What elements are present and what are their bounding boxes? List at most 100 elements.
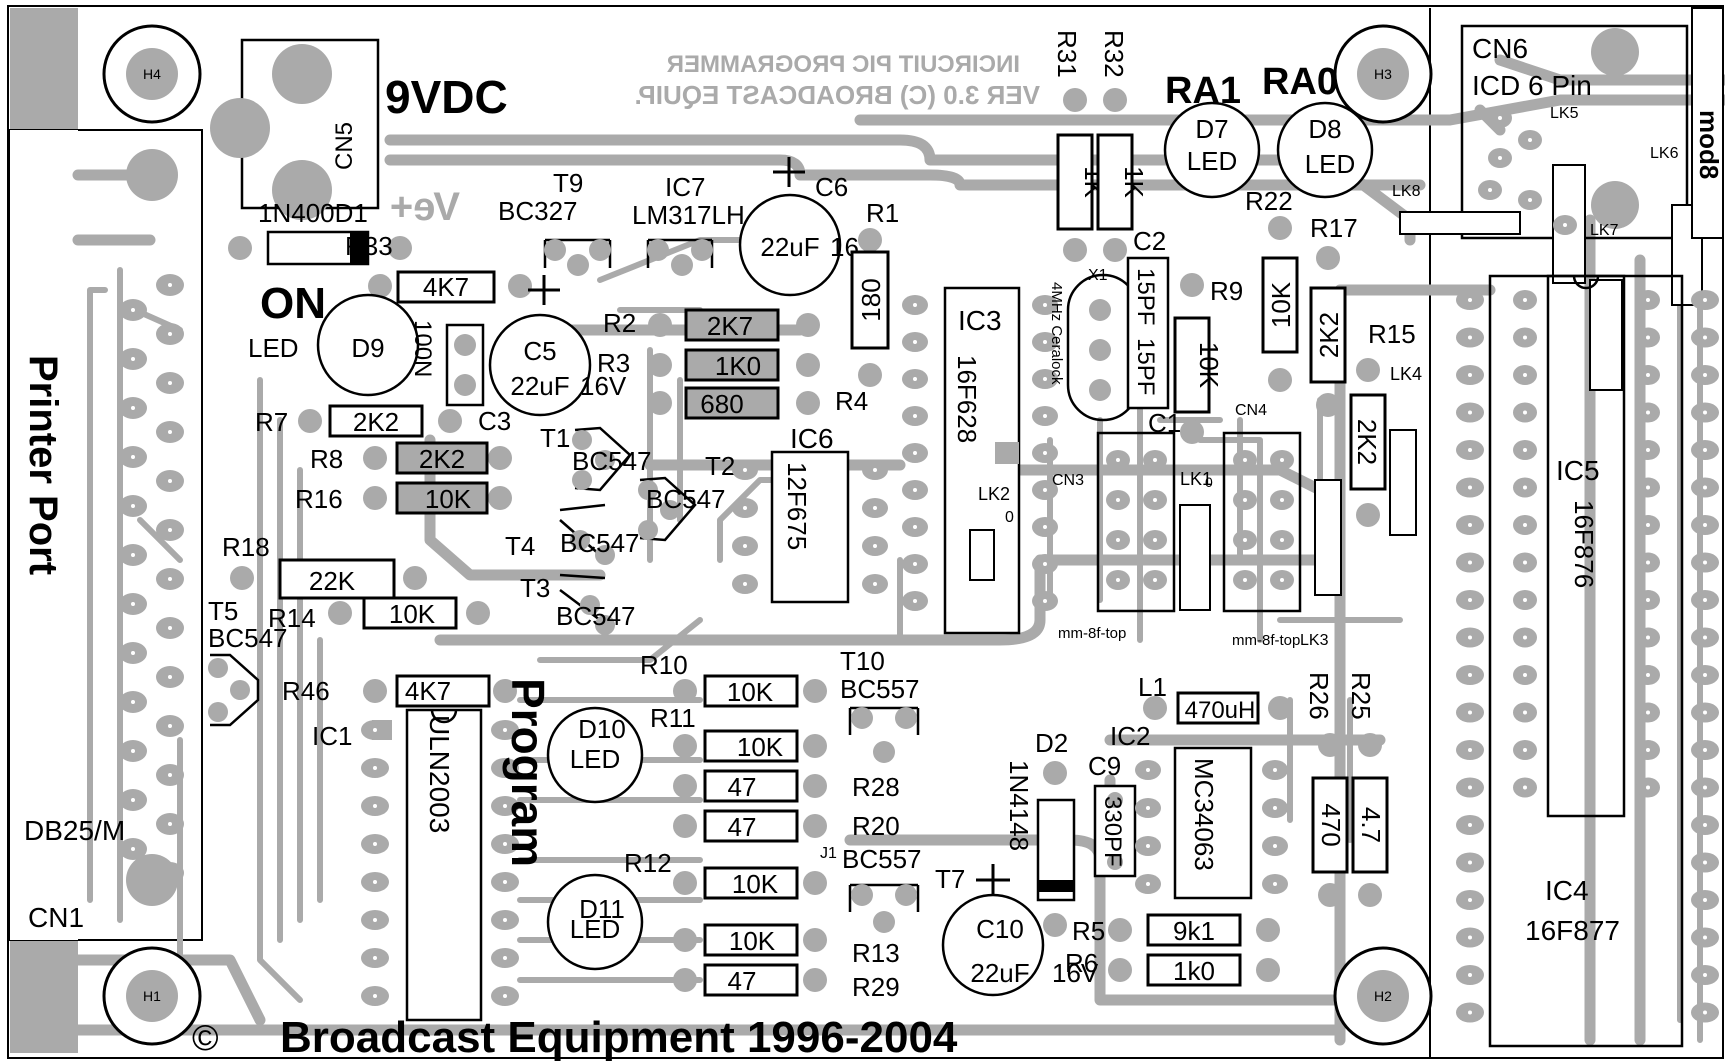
transistor-t5: T5 BC547 [208,596,288,727]
ic4-pin-drill [1468,935,1472,940]
svg-text:LED: LED [248,333,299,363]
ic2-pin-drill [1273,806,1277,810]
svg-text:4MHz Ceralock: 4MHz Ceralock [1048,282,1065,385]
diode-d2: D2 1N4148 [1004,728,1076,937]
db25-pin-drill [131,847,135,851]
ic3-pin-drill [913,377,917,381]
ic5-pin-drill [1646,523,1650,527]
cn3-pin-drill [1153,578,1157,582]
crystal-x1: X1 4MHz Ceralock [1048,267,1140,422]
ic1-pin-drill [373,804,377,808]
resistor-r3: 1K0 R3 [597,348,820,382]
svg-text:R1: R1 [866,198,899,228]
svg-text:R31: R31 [1052,30,1082,78]
resistor-r28: 47 R28 [673,769,900,803]
ic5-pin-drill [1523,410,1527,415]
svg-text:D2: D2 [1035,728,1068,758]
ic4-pads [1456,290,1719,1023]
ic4-pin-drill [1468,973,1472,977]
resistor-r22: 10K R22 [1245,186,1299,392]
led-d8: D8 LED [1276,101,1374,199]
svg-text:47: 47 [728,812,757,842]
resistor-r18: 22K R18 [222,532,427,600]
svg-text:10K: 10K [727,677,774,707]
ic3-pin-drill [1043,414,1047,418]
ic4-pin-drill [1703,710,1707,715]
ic3-pin-drill [913,451,917,455]
led-d11: D11 LED [546,873,644,971]
db25-pin-drill [131,504,135,508]
ic5-pin-drill [1523,298,1527,302]
svg-text:15PF: 15PF [1132,338,1159,395]
db25-pin-drill [131,700,135,704]
ic5-pin-drill [1646,335,1650,340]
resistor-r46: 4K7 R46 [282,674,517,708]
cn6-pin-drill [1498,156,1502,160]
svg-text:C9: C9 [1088,751,1121,781]
resistor-r32: 1K R32 [1096,30,1149,262]
transistor-t10: T10 BC557 [840,646,920,763]
ic4-pin-drill [1703,485,1707,490]
ic4-pin-drill [1468,898,1472,902]
ic5-pin-drill [1646,635,1650,640]
resistor-r10: 10K R10 [640,650,827,708]
svg-text:BC557: BC557 [842,844,922,874]
svg-text:10K: 10K [737,732,784,762]
inductor-l1: 470uH L1 [1138,672,1292,725]
ic1-pin-drill [503,766,507,770]
svg-text:16V: 16V [580,371,627,401]
svg-text:IC1: IC1 [312,721,352,751]
transistor-t3: T3 BC547 [520,573,636,635]
svg-text:10K: 10K [425,484,472,514]
svg-text:2K2: 2K2 [353,407,399,437]
svg-text:16F877: 16F877 [1525,915,1620,946]
ic5-16f876: IC5 16F876 [1546,274,1626,818]
header-cn4: CN4 mm-8f-top [1222,402,1302,649]
resistor-r2: 2K7 R2 [603,308,820,342]
title-line-2: VER 3.0 (C) BROADCAST EQUIP. [635,80,1040,110]
cn4-pin-drill [1243,458,1247,462]
resistor-r16: 10K R16 [295,481,512,515]
svg-text:22uF: 22uF [760,232,819,262]
ic5-pin-drill [1646,785,1650,790]
svg-text:LED: LED [1187,146,1238,176]
ic4-pin-drill [1703,448,1707,452]
svg-text:R8: R8 [310,444,343,474]
cn3-pin-drill [1116,578,1120,582]
power-jack-cn5: CN5 [210,38,380,220]
db25-pin-drill [168,822,172,826]
ic1-pin-drill [503,956,507,960]
ic1-pin-drill [373,728,377,732]
cn4-pin-drill [1243,498,1247,502]
svg-text:R10: R10 [640,650,688,680]
svg-text:4K7: 4K7 [405,676,451,706]
cn-pads [1106,450,1294,590]
svg-text:MC34063: MC34063 [1189,758,1219,871]
ic4-pin-drill [1703,523,1707,527]
capacitor-c9: 330PF C9 [1088,751,1137,878]
svg-text:T1: T1 [540,423,570,453]
resistor-r5: 9k1 R5 [1072,913,1280,947]
cn4-pin-drill [1280,458,1284,462]
ic5-pin-drill [1646,560,1650,565]
cn6-pin-drill [1498,116,1502,120]
db25-pin-drill [168,283,172,287]
resistor-r14: 10K R14 [268,596,490,633]
ic5-pin-drill [1646,710,1650,715]
svg-text:H4: H4 [143,66,161,82]
ic3-pin-drill [1043,377,1047,381]
svg-text:47: 47 [728,772,757,802]
ic5-pin-drill [1646,448,1650,452]
db25-pin-drill [168,626,172,630]
cn4-pin-drill [1243,578,1247,582]
svg-text:1N400D1: 1N400D1 [258,198,368,228]
db25-pads [119,274,184,884]
svg-text:12F675: 12F675 [782,462,812,550]
ic4-pin-drill [1703,823,1707,827]
svg-text:R11: R11 [650,703,696,733]
cn3-pin-drill [1116,498,1120,502]
ic1-pin-drill [373,956,377,960]
svg-text:R22: R22 [1245,186,1293,216]
svg-text:LK8: LK8 [1392,183,1421,200]
svg-text:C2: C2 [1133,226,1166,256]
